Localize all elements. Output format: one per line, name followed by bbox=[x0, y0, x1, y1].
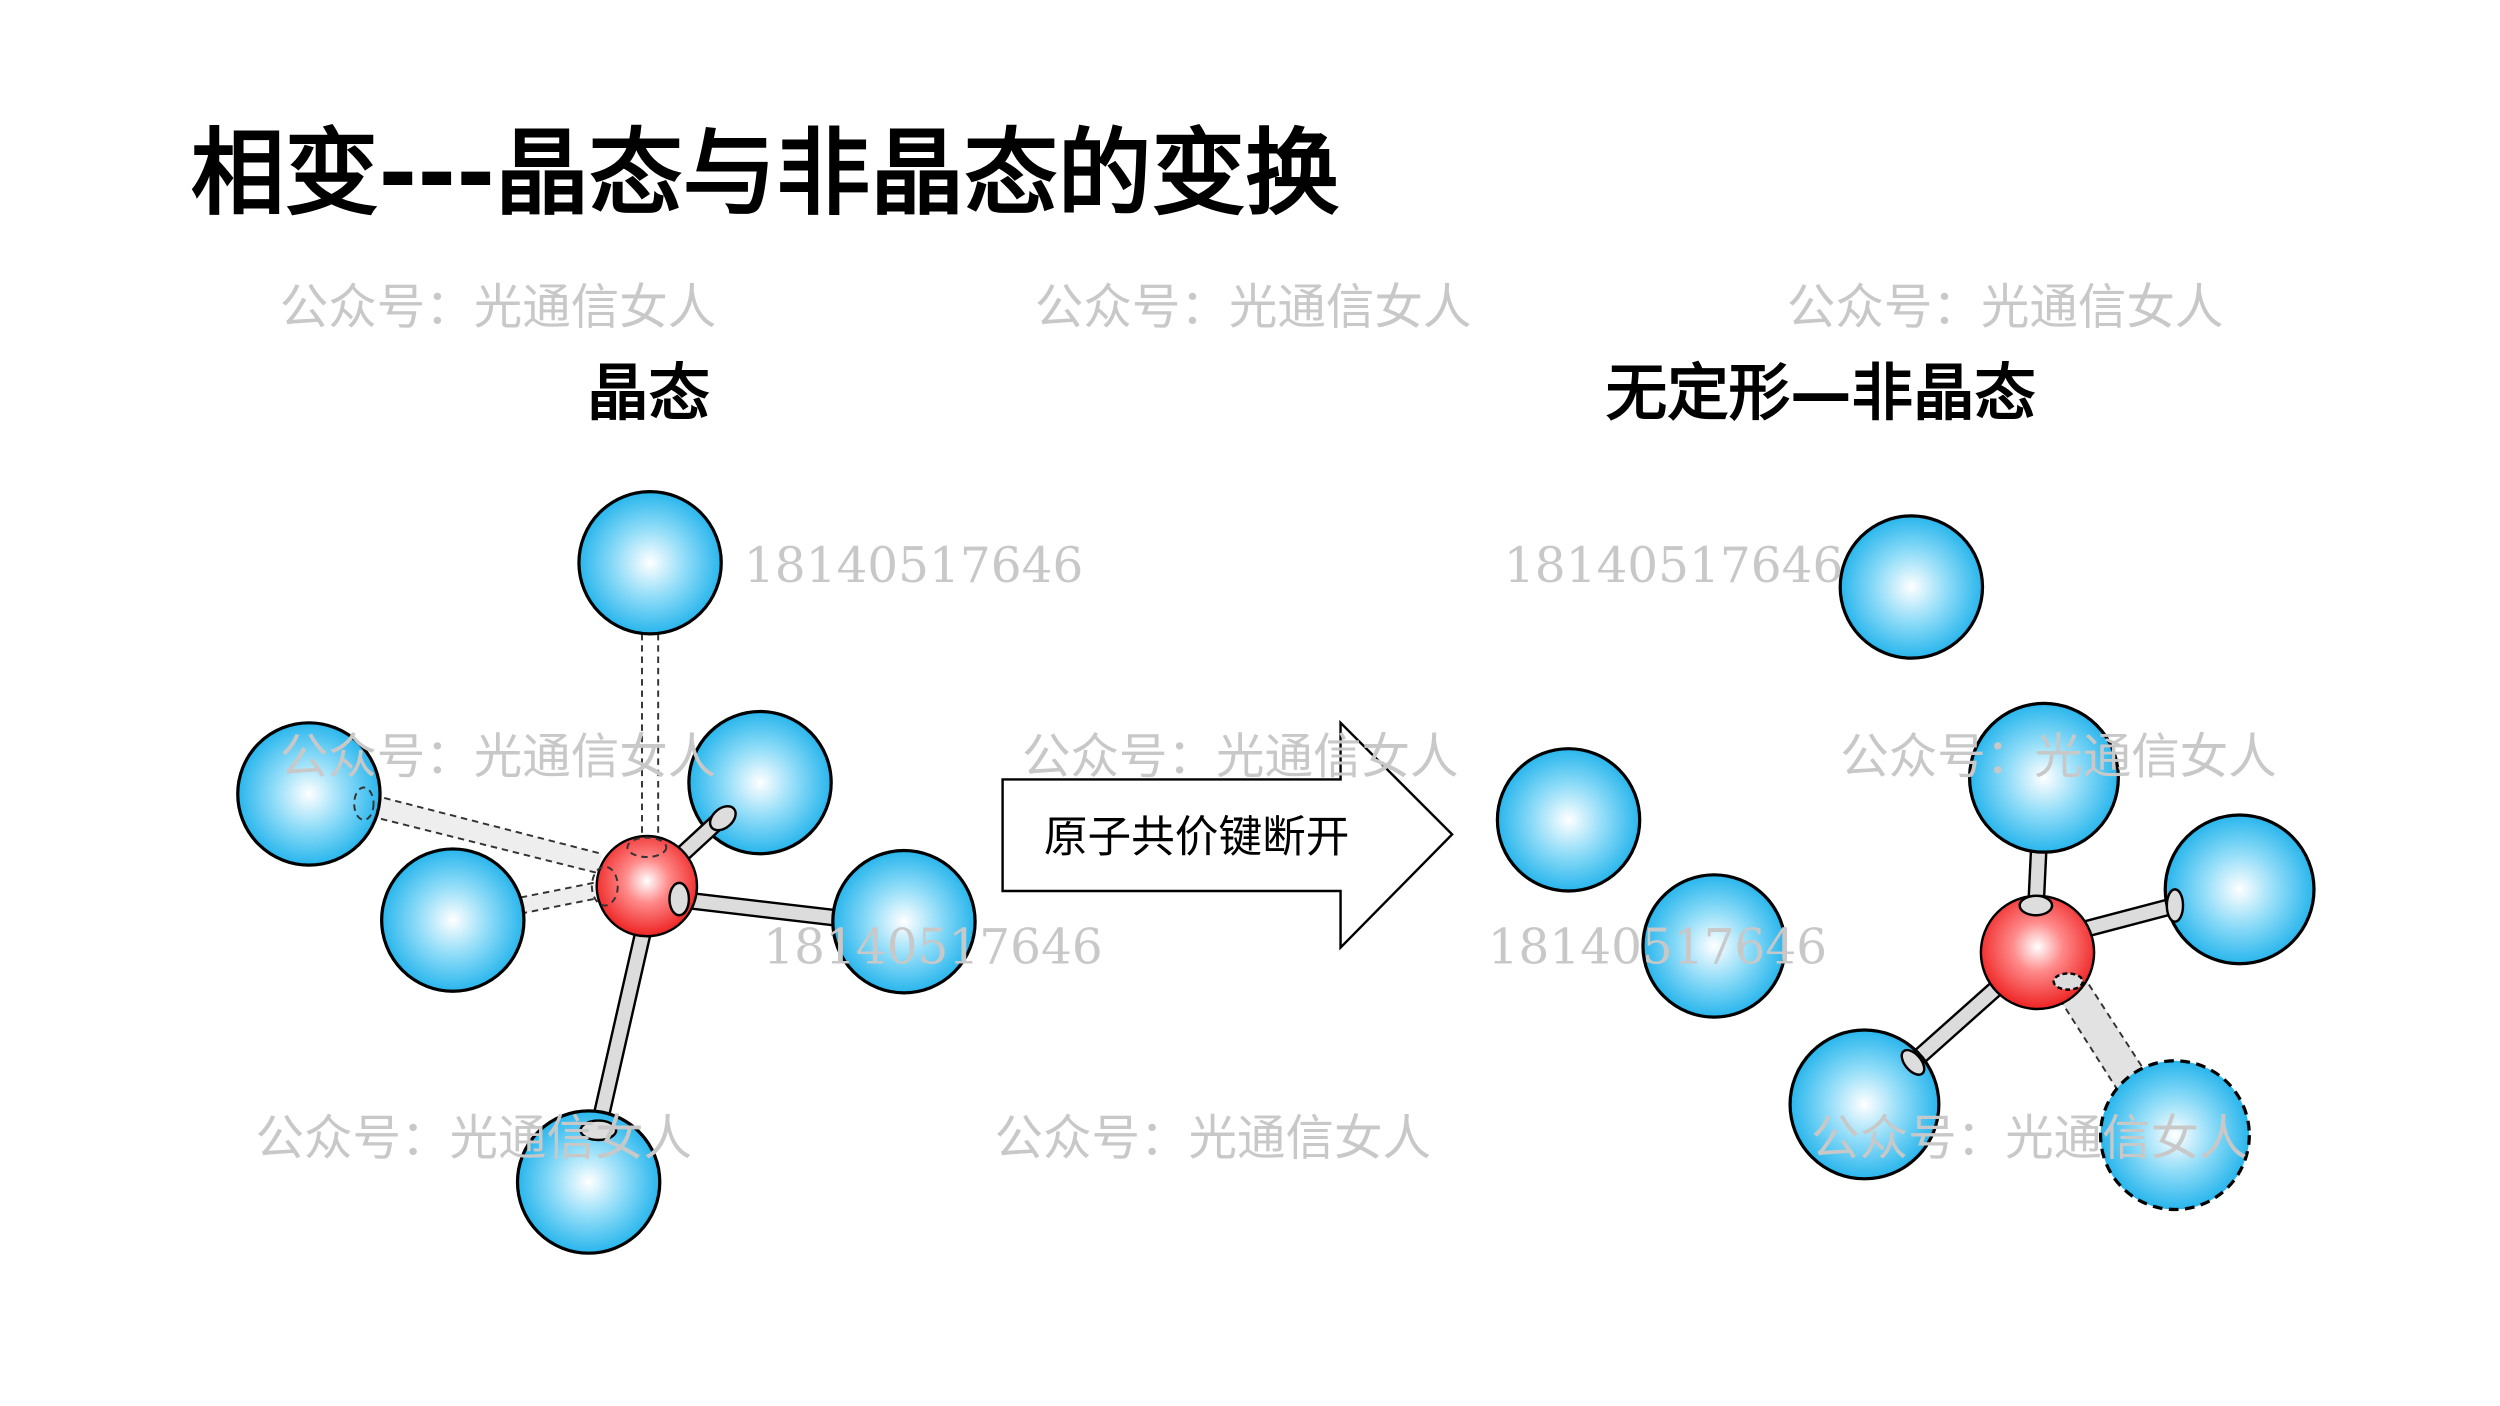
page-title: 相变---晶态与非晶态的变换 bbox=[191, 119, 1339, 228]
watermark: 公众号：光通信女人 bbox=[1022, 729, 1459, 785]
dashed-bond bbox=[520, 880, 602, 915]
crystalline-structure bbox=[236, 489, 977, 1255]
atom bbox=[577, 489, 723, 636]
amorphous-label: 无定形—非晶态 bbox=[1606, 358, 2036, 429]
watermark: 公众号：光通信女人 bbox=[1811, 1111, 2248, 1167]
watermark: 公众号：光通信女人 bbox=[995, 1111, 1432, 1167]
crystalline-label: 晶态 bbox=[587, 358, 710, 429]
watermark: 公众号：光通信女人 bbox=[280, 279, 717, 335]
watermarks: 公众号：光通信女人 公众号：光通信女人 公众号：光通信女人 1814051764… bbox=[256, 279, 2277, 1166]
atom bbox=[515, 1109, 662, 1255]
atom bbox=[1641, 873, 1787, 1019]
watermark: 公众号：光通信女人 bbox=[256, 1111, 693, 1167]
atom bbox=[831, 848, 977, 995]
arrow-label: 原子共价键断开 bbox=[1044, 812, 1349, 863]
dashed-bond bbox=[358, 791, 602, 875]
atom bbox=[1967, 701, 2120, 854]
watermark: 公众号：光通信女人 bbox=[1035, 279, 1472, 335]
amorphous-structure bbox=[1495, 514, 2316, 1212]
watermark: 公众号：光通信女人 bbox=[1840, 729, 2277, 785]
atom bbox=[380, 847, 526, 993]
watermark-number: 18140517646 bbox=[763, 920, 1102, 976]
watermark-number: 18140517646 bbox=[1488, 920, 1827, 976]
atom bbox=[236, 721, 382, 867]
watermark-number: 18140517646 bbox=[744, 538, 1083, 594]
atom bbox=[2163, 813, 2316, 966]
atom bbox=[1788, 1028, 1941, 1181]
atom bbox=[1838, 514, 1985, 660]
watermark-number: 18140517646 bbox=[1504, 538, 1843, 594]
watermark: 公众号：光通信女人 bbox=[280, 729, 717, 785]
broken-bond-atom bbox=[2098, 1059, 2251, 1212]
atom bbox=[1495, 747, 1642, 893]
dashed-bond bbox=[641, 633, 660, 845]
watermark: 公众号：光通信女人 bbox=[1787, 279, 2224, 335]
transition-arrow: 原子共价键断开 bbox=[1001, 719, 1454, 951]
